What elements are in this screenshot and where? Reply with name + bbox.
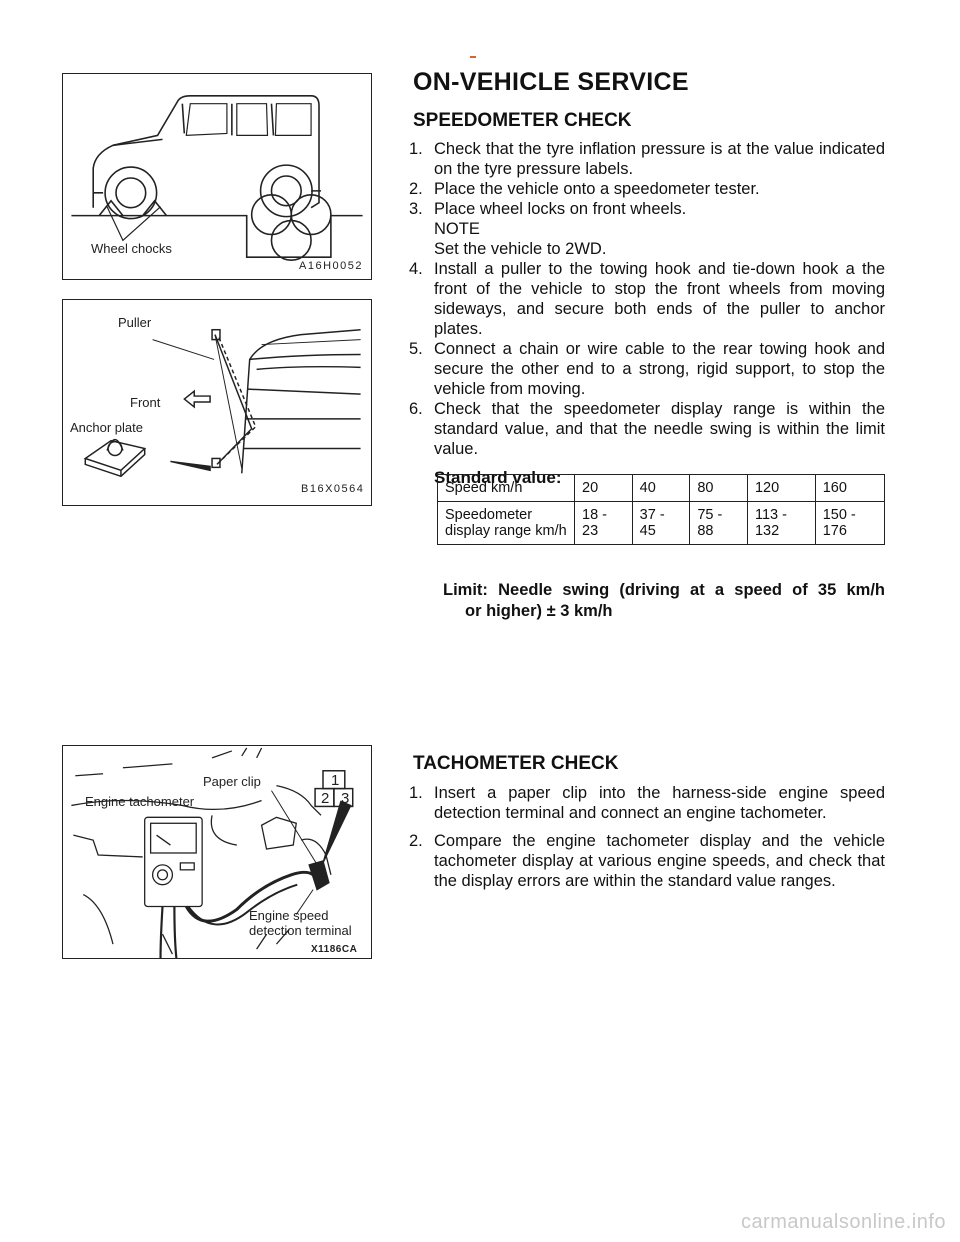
table-cell: 40	[631, 474, 691, 502]
label-detection-terminal: detection terminal	[249, 923, 352, 938]
table-cell: 80	[689, 474, 748, 502]
figure-code: B16X0564	[301, 483, 365, 495]
limit-line-1: Limit: Needle swing (driving at a speed …	[443, 581, 885, 599]
speedometer-step: 5.Connect a chain or wire cable to the r…	[409, 340, 885, 398]
table-cell: 37 -45	[631, 501, 691, 545]
label-wheel-chocks: Wheel chocks	[91, 241, 172, 256]
tachometer-heading: TACHOMETER CHECK	[413, 753, 619, 774]
note-label: NOTE	[434, 220, 480, 238]
label-engine-tachometer: Engine tachometer	[85, 794, 195, 809]
label-paper-clip: Paper clip	[203, 774, 261, 789]
tachometer-section: TACHOMETER CHECK 1.Insert a paper clip i…	[409, 753, 885, 891]
table-cell: Speedometer display range km/h	[437, 501, 575, 545]
label-terminal-2: 2	[321, 790, 330, 807]
table-cell: 75 -88	[689, 501, 748, 545]
top-mark	[470, 56, 476, 58]
vehicle-on-tester-drawing	[71, 94, 363, 261]
figure-wheel-chocks: Wheel chocks A16H0052	[62, 73, 372, 280]
label-front: Front	[130, 395, 161, 410]
table-cell: 160	[814, 474, 886, 502]
label-anchor-plate: Anchor plate	[70, 420, 143, 435]
table-row: Speedometer display range km/h 18 -23 37…	[437, 501, 886, 545]
puller-setup-drawing	[83, 328, 361, 478]
table-cell: 18 -23	[574, 501, 633, 545]
limit-line-2: or higher) ± 3 km/h	[465, 602, 613, 620]
table-cell: Speed km/h	[437, 474, 575, 502]
figure-puller: Puller Front Anchor plate B16X0564	[62, 299, 372, 506]
figure-tachometer: Paper clip Engine tachometer 1 2 3 Engin…	[62, 745, 372, 959]
speedometer-step: 1.Check that the tyre inflation pressure…	[409, 140, 885, 178]
speedometer-step: 6.Check that the speedometer display ran…	[409, 400, 885, 458]
table-cell: 113 -132	[746, 501, 816, 545]
standard-value-table: Speed km/h 20 40 80 120 160 Speedometer …	[437, 474, 886, 545]
label-engine-speed: Engine speed	[249, 908, 329, 923]
table-cell: 120	[746, 474, 816, 502]
figure-code: X1186CA	[311, 944, 358, 955]
table-row: Speed km/h 20 40 80 120 160	[437, 474, 886, 502]
label-terminal-3: 3	[341, 790, 350, 807]
speedometer-section: SPEEDOMETER CHECK 1.Check that the tyre …	[409, 110, 885, 488]
speedometer-step: 3.Place wheel locks on front wheels.	[409, 200, 687, 218]
tachometer-step: 2.Compare the engine tachometer display …	[409, 832, 885, 890]
page-title: ON-VEHICLE SERVICE	[413, 68, 689, 96]
note-text: Set the vehicle to 2WD.	[434, 240, 607, 258]
speedometer-step: 4.Install a puller to the towing hook an…	[409, 260, 885, 338]
figure-code: A16H0052	[299, 260, 363, 272]
label-terminal-1: 1	[331, 772, 340, 789]
speedometer-heading: SPEEDOMETER CHECK	[413, 110, 632, 131]
limit-value: Limit: Needle swing (driving at a speed …	[443, 580, 885, 622]
speedometer-step: 2.Place the vehicle onto a speedometer t…	[409, 180, 760, 198]
tachometer-connection-drawing	[71, 747, 354, 958]
table-cell: 150 -176	[814, 501, 886, 545]
tachometer-step: 1.Insert a paper clip into the harness-s…	[409, 784, 885, 822]
watermark: carmanualsonline.info	[740, 1211, 946, 1233]
table-cell: 20	[574, 474, 633, 502]
label-puller: Puller	[118, 315, 152, 330]
